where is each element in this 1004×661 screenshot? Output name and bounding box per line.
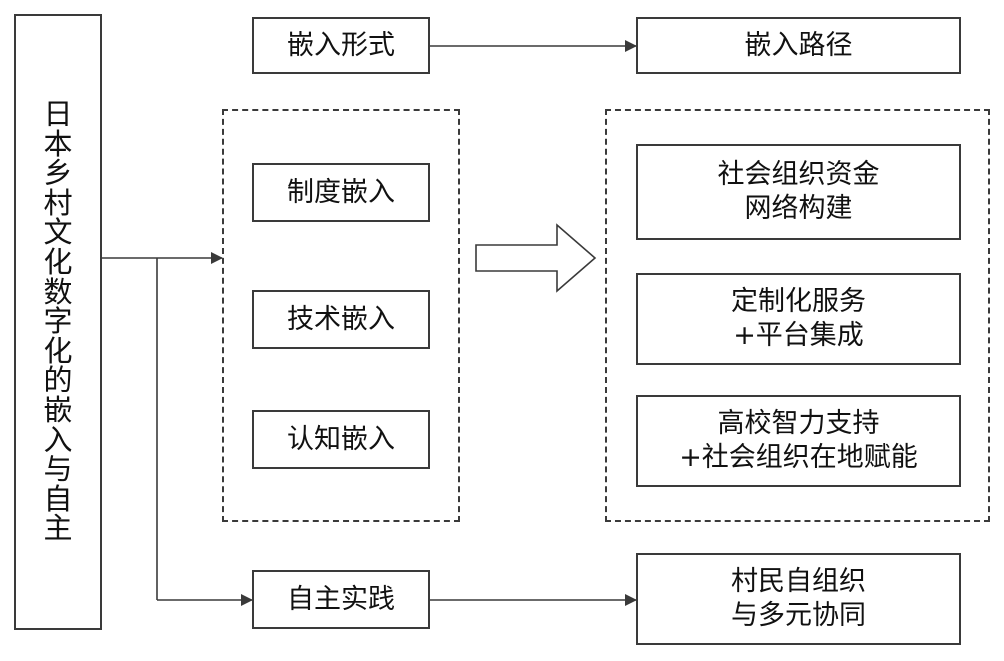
root-char: 与 [43,452,73,487]
form-label-technology: 技术嵌入 [287,303,395,335]
root-char: 嵌 [43,392,73,427]
practice-label: 自主实践 [287,583,395,615]
outcome-label-line1: 村民自组织 [731,566,866,598]
root-char: 本 [43,126,73,161]
root-char: 化 [43,245,73,280]
root-char: 乡 [43,156,73,191]
path-label-3-line1: 高校智力支持 [717,408,880,440]
root-char: 化 [43,333,73,368]
forms-group [222,109,460,522]
path-header-box: 嵌入路径 [636,17,961,74]
outcome-label-line2: 与多元协同 [731,600,866,631]
root-box: 日本乡村文化数字化的嵌入与自主 [14,14,102,630]
form-header-label: 嵌入形式 [287,29,395,61]
path-label-2-line2: +平台集成 [733,320,864,351]
root-char: 数 [43,274,73,309]
root-char: 的 [43,363,73,398]
root-char: 自 [43,481,73,516]
outcome-box: 村民自组织 与多元协同 [636,553,961,645]
root-char: 村 [43,185,73,220]
path-label-1-line2: 网络构建 [744,193,853,224]
form-box-technology: 技术嵌入 [252,290,430,349]
path-box-funding-network: 社会组织资金 网络构建 [636,144,961,240]
form-box-institution: 制度嵌入 [252,163,430,222]
root-char: 字 [43,304,73,339]
path-box-custom-service: 定制化服务 +平台集成 [636,273,961,365]
path-box-university-support: 高校智力支持 +社会组织在地赋能 [636,395,961,487]
paths-group [605,109,990,522]
root-char: 主 [43,511,73,546]
root-char: 文 [43,215,73,250]
hollow-arrow-forms-to-paths [475,223,597,293]
form-box-cognition: 认知嵌入 [252,410,430,469]
practice-box: 自主实践 [252,570,430,629]
path-label-3-line2: +社会组织在地赋能 [679,442,918,473]
path-label-2-line1: 定制化服务 [731,286,866,318]
root-char: 日 [43,97,73,132]
path-header-label: 嵌入路径 [744,29,853,61]
form-label-cognition: 认知嵌入 [287,423,395,455]
path-label-1-line1: 社会组织资金 [717,159,880,191]
form-header-box: 嵌入形式 [252,17,430,74]
form-label-institution: 制度嵌入 [287,176,395,208]
root-char: 入 [43,422,73,457]
